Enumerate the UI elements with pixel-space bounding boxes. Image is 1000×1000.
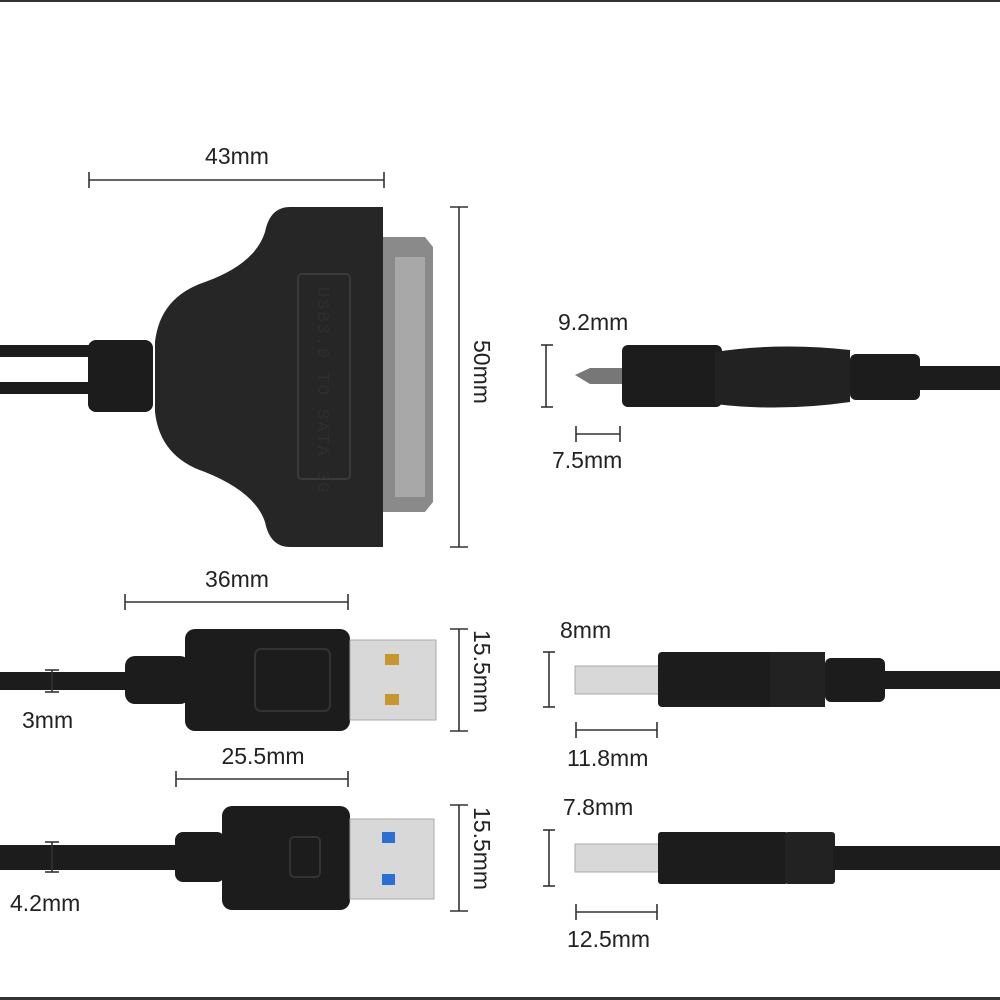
usb2-end-connector	[574, 652, 1000, 707]
usb3-cable-label: 4.2mm	[10, 890, 80, 916]
sata-adapter: USB3.0 TO SATA 3G	[0, 207, 433, 547]
sata-embossed-text: USB3.0 TO SATA 3G	[312, 287, 331, 494]
usb2-end-tip-label: 11.8mm	[567, 745, 648, 771]
sata-height-label: 50mm	[469, 340, 495, 404]
usb3-end-connector	[574, 832, 1000, 884]
micro-height-label: 9.2mm	[558, 309, 628, 335]
usb3-length-label: 25.5mm	[221, 743, 304, 769]
usb3-end-tip-label: 12.5mm	[567, 926, 650, 952]
usb3-height-label: 15.5mm	[469, 807, 495, 890]
usb3-end-height-label: 7.8mm	[563, 794, 633, 820]
usb2-height-label: 15.5mm	[469, 630, 495, 713]
usb2-length-label: 36mm	[205, 566, 269, 592]
usb3-a-connector	[0, 806, 435, 910]
usb2-end-height-label: 8mm	[560, 617, 611, 643]
micro-connector	[575, 345, 1000, 408]
micro-tip-label: 7.5mm	[552, 447, 622, 473]
sata-width-label: 43mm	[205, 143, 269, 169]
usb2-cable-label: 3mm	[22, 707, 73, 733]
usb2-a-connector	[0, 629, 437, 731]
